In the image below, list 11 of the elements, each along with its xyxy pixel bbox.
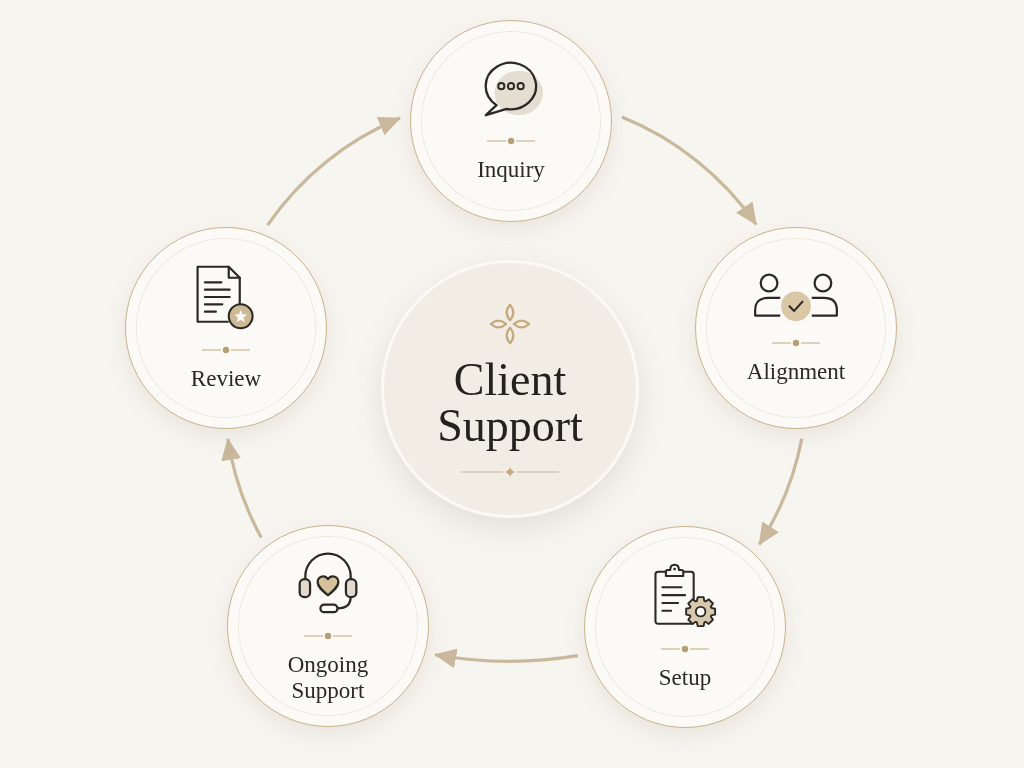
arrow bbox=[621, 115, 758, 226]
step-label: Inquiry bbox=[477, 157, 545, 183]
arrow bbox=[757, 438, 804, 546]
arrow bbox=[222, 438, 263, 539]
step-label: Ongoing Support bbox=[286, 652, 370, 704]
hub-title: Client Support bbox=[436, 357, 584, 449]
step-label: Setup bbox=[658, 665, 712, 691]
arrow bbox=[434, 647, 578, 668]
arrow bbox=[266, 116, 401, 227]
step-label: Alignment bbox=[746, 359, 846, 385]
step-label: Review bbox=[190, 366, 262, 392]
